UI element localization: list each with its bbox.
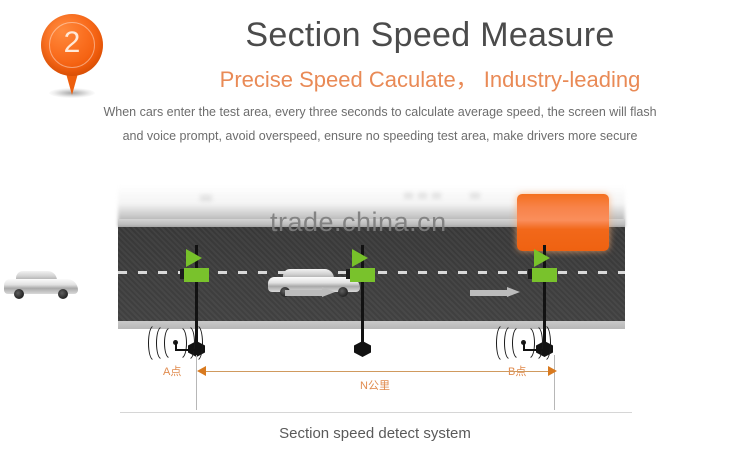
extension-line-left bbox=[196, 355, 197, 410]
arrow-shaft bbox=[285, 290, 323, 296]
camera-pole-midpoint bbox=[346, 245, 375, 360]
description-line-2: and voice prompt, avoid overspeed, ensur… bbox=[122, 129, 638, 143]
point-b-label: B点 bbox=[508, 366, 527, 378]
dimension-arrow-right-icon bbox=[548, 366, 557, 376]
sound-wave-icon bbox=[496, 326, 551, 361]
dimension-line bbox=[203, 371, 548, 372]
road-top-curb bbox=[118, 219, 625, 228]
car-cabin bbox=[15, 271, 58, 282]
detector-antenna-icon bbox=[534, 249, 550, 267]
pole-base bbox=[354, 341, 371, 357]
pole-mast bbox=[361, 245, 364, 345]
arrow-head bbox=[507, 287, 520, 297]
car-wheel-front bbox=[338, 287, 349, 297]
detector-lens-icon bbox=[528, 269, 535, 279]
sound-wave-icon bbox=[148, 326, 203, 361]
header-section: 2 Section Speed Measure Precise Speed Ca… bbox=[0, 0, 750, 175]
step-number-pin-icon: 2 bbox=[41, 14, 103, 100]
road-bottom-curb bbox=[118, 321, 625, 329]
page-subtitle: Precise Speed Caculate， Industry-leading bbox=[219, 67, 641, 92]
wave-arc bbox=[182, 328, 187, 358]
wave-arc bbox=[530, 328, 535, 358]
pin-inner-ring bbox=[49, 22, 95, 68]
extension-line-right bbox=[554, 355, 555, 410]
page-title: Section Speed Measure bbox=[245, 16, 615, 54]
detector-housing bbox=[184, 268, 209, 282]
road-scene-illustration: trade.china.cn bbox=[0, 175, 750, 405]
arrow-shaft bbox=[470, 290, 508, 296]
detector-housing bbox=[532, 268, 557, 282]
detector-lens-icon bbox=[180, 269, 187, 279]
distance-dimension: N公里 bbox=[0, 355, 750, 415]
watermark-text: trade.china.cn bbox=[270, 207, 447, 237]
detector-lens-icon bbox=[346, 269, 353, 279]
direction-arrow-icon bbox=[285, 287, 335, 298]
led-display-board bbox=[517, 194, 609, 251]
caption-divider bbox=[120, 412, 632, 413]
car-wheel-front bbox=[58, 289, 69, 299]
car-in-section bbox=[268, 269, 360, 297]
wave-lead-horizontal bbox=[523, 349, 545, 351]
figure-caption: Section speed detect system bbox=[279, 425, 471, 442]
pin-number-label: 2 bbox=[63, 26, 81, 59]
arrow-head bbox=[322, 287, 335, 297]
wave-lead-horizontal bbox=[175, 349, 197, 351]
pole-mast bbox=[543, 245, 546, 345]
distance-label: N公里 bbox=[360, 380, 390, 392]
detector-housing bbox=[350, 268, 375, 282]
detector-antenna-icon bbox=[186, 249, 202, 267]
description-line-1: When cars enter the test area, every thr… bbox=[103, 105, 657, 119]
car-wheel-rear bbox=[279, 287, 290, 297]
point-a-label: A点 bbox=[163, 366, 182, 378]
wave-lead-vertical bbox=[523, 342, 525, 351]
car-body bbox=[268, 277, 360, 292]
car-wheel-rear bbox=[13, 289, 24, 299]
pole-mast bbox=[195, 245, 198, 345]
dimension-arrow-left-icon bbox=[197, 366, 206, 376]
direction-arrow-icon bbox=[470, 287, 520, 298]
car-cabin bbox=[282, 269, 335, 280]
detector-antenna-icon bbox=[352, 249, 368, 267]
wave-lead-vertical bbox=[175, 342, 177, 351]
car-entering bbox=[4, 271, 78, 299]
